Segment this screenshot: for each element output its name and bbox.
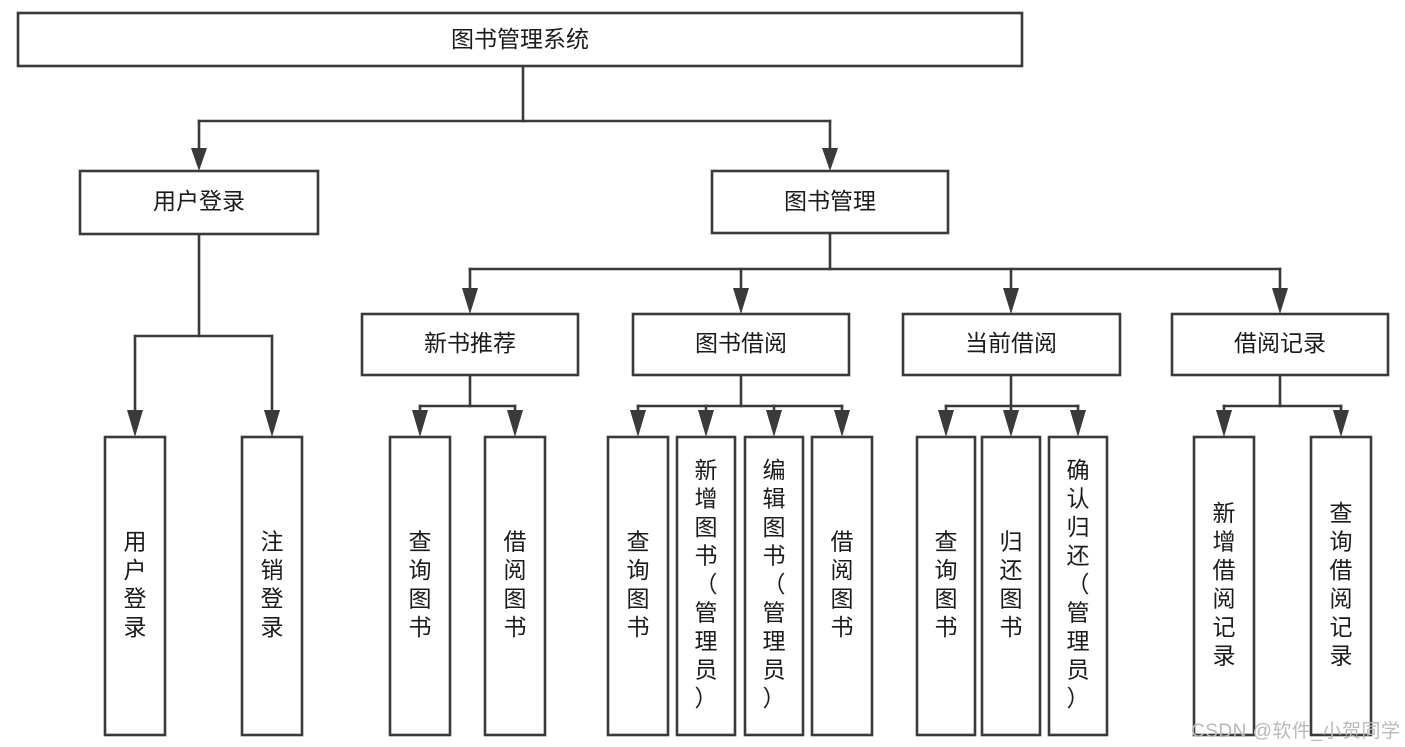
leaf-current-confirm-return[interactable]: 确认归还（管理员）	[1047, 435, 1109, 737]
arrow-bookmgmt-c1	[462, 288, 478, 314]
leaf-borrow-add-book-label: 新增图书（管理员）	[695, 457, 718, 711]
leaf-record-add-label: 新增借阅记录	[1213, 500, 1236, 669]
leaf-borrow-borrow-book-box[interactable]	[810, 435, 874, 737]
arrow-borrow-l4	[834, 410, 850, 437]
leaf-new-book-query-label: 查询图书	[409, 528, 432, 640]
node-book-borrow-box[interactable]	[631, 312, 851, 377]
leaf-current-query-label: 查询图书	[935, 528, 958, 640]
node-borrow-record-box[interactable]	[1170, 312, 1390, 377]
leaf-borrow-edit-book-label: 编辑图书（管理员）	[763, 457, 786, 711]
arrow-current-l1	[938, 410, 954, 437]
arrow-userlogin-right	[264, 410, 280, 437]
leaf-borrow-edit-book[interactable]: 编辑图书（管理员）	[743, 435, 805, 737]
arrow-userlogin-left	[127, 410, 143, 437]
node-borrow-record-label: 借阅记录	[1234, 330, 1326, 356]
arrow-record-l1	[1216, 410, 1232, 437]
arrow-current-l2	[1003, 410, 1019, 437]
leaf-borrow-query-label: 查询图书	[627, 528, 650, 640]
leaf-user-login-login-box[interactable]	[103, 435, 167, 737]
node-book-borrow[interactable]: 图书借阅	[631, 312, 851, 377]
leaf-borrow-query-box[interactable]	[606, 435, 670, 737]
leaf-current-return-box[interactable]	[980, 435, 1042, 737]
node-book-management[interactable]: 图书管理	[710, 169, 950, 235]
leaf-borrow-edit-book-box[interactable]	[743, 435, 805, 737]
leaf-user-login-logout[interactable]: 注销登录	[240, 435, 304, 737]
leaf-record-query-label: 查询借阅记录	[1330, 500, 1353, 669]
arrow-bookmgmt-c4	[1272, 288, 1288, 314]
node-book-borrow-label: 图书借阅	[695, 330, 787, 356]
node-user-login-label: 用户登录	[153, 188, 245, 214]
leaf-borrow-add-book-box[interactable]	[675, 435, 737, 737]
node-borrow-record[interactable]: 借阅记录	[1170, 312, 1390, 377]
node-current-borrow-box[interactable]	[901, 312, 1122, 377]
leaf-borrow-borrow-book-label: 借阅图书	[831, 528, 854, 640]
leaf-user-login-login[interactable]: 用户登录	[103, 435, 167, 737]
leaf-current-confirm-return-label: 确认归还（管理员）	[1067, 457, 1090, 711]
node-user-login[interactable]: 用户登录	[78, 169, 320, 236]
leaf-user-login-logout-box[interactable]	[240, 435, 304, 737]
arrow-borrow-l3	[766, 410, 782, 437]
arrow-borrow-l2	[698, 410, 714, 437]
node-new-book-recommend[interactable]: 新书推荐	[360, 312, 580, 377]
leaf-user-login-logout-label: 注销登录	[261, 528, 284, 640]
arrow-current-l3	[1070, 410, 1086, 437]
arrow-root-to-book	[822, 148, 838, 171]
node-root-label: 图书管理系统	[451, 26, 589, 52]
arrow-borrow-l1	[630, 410, 646, 437]
leaf-record-query[interactable]: 查询借阅记录	[1309, 435, 1373, 737]
leaf-current-return[interactable]: 归还图书	[980, 435, 1042, 737]
leaf-borrow-add-book[interactable]: 新增图书（管理员）	[675, 435, 737, 737]
connector-layer	[127, 64, 1349, 437]
arrow-bookmgmt-c2	[733, 288, 749, 314]
leaf-new-book-borrow-label: 借阅图书	[504, 528, 527, 640]
node-current-borrow-label: 当前借阅	[965, 330, 1057, 356]
node-book-management-label: 图书管理	[784, 188, 876, 214]
node-user-login-box[interactable]	[78, 169, 320, 236]
leaf-record-add-box[interactable]	[1192, 435, 1256, 737]
leaf-current-query-box[interactable]	[915, 435, 977, 737]
leaf-borrow-borrow-book[interactable]: 借阅图书	[810, 435, 874, 737]
leaf-borrow-query[interactable]: 查询图书	[606, 435, 670, 737]
leaf-current-query[interactable]: 查询图书	[915, 435, 977, 737]
node-new-book-recommend-label: 新书推荐	[424, 330, 516, 356]
node-root-box[interactable]	[16, 11, 1024, 68]
leaf-new-book-borrow[interactable]: 借阅图书	[483, 435, 547, 737]
leaf-new-book-query-box[interactable]	[388, 435, 452, 737]
node-new-book-recommend-box[interactable]	[360, 312, 580, 377]
arrow-root-to-user	[191, 148, 207, 171]
leaf-new-book-borrow-box[interactable]	[483, 435, 547, 737]
arrow-newbook-l2	[507, 410, 523, 437]
arrow-newbook-l1	[412, 410, 428, 437]
node-book-management-box[interactable]	[710, 169, 950, 235]
arrow-bookmgmt-c3	[1003, 288, 1019, 314]
leaf-record-add[interactable]: 新增借阅记录	[1192, 435, 1256, 737]
node-root[interactable]: 图书管理系统	[16, 11, 1024, 68]
leaf-record-query-box[interactable]	[1309, 435, 1373, 737]
leaf-current-return-label: 归还图书	[1000, 528, 1023, 640]
arrow-record-l2	[1333, 410, 1349, 437]
node-current-borrow[interactable]: 当前借阅	[901, 312, 1122, 377]
leaf-new-book-query[interactable]: 查询图书	[388, 435, 452, 737]
leaf-current-confirm-return-box[interactable]	[1047, 435, 1109, 737]
leaf-user-login-login-label: 用户登录	[124, 528, 147, 640]
